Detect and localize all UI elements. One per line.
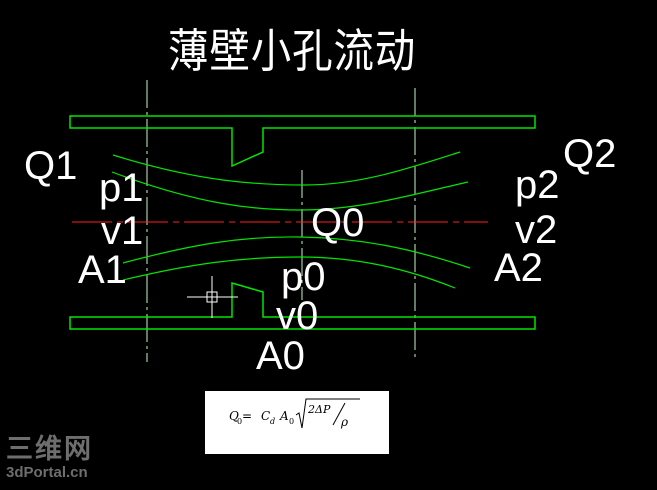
label-v0: v0 [276, 294, 319, 338]
formula-cd-sub: d [270, 417, 275, 426]
label-q0: Q0 [311, 201, 365, 245]
streamline-inner-bottom [122, 236, 471, 269]
watermark-url: 3dPortal.cn [6, 464, 88, 481]
upper-pipe-wall [69, 115, 536, 168]
formula-cd: C [261, 409, 270, 423]
sqrt-radical [295, 398, 360, 429]
label-q1: Q1 [24, 144, 78, 188]
watermark-logo: 三维网 3dPortal.cn [6, 436, 93, 480]
streamline-inner-top [111, 171, 469, 211]
label-a2: A2 [494, 246, 543, 290]
formula-denominator: ρ [340, 415, 348, 429]
label-p2: p2 [515, 163, 560, 207]
label-v1: v1 [101, 209, 144, 253]
orifice-flow-formula: Q 0 = C d A 0 2ΔP ρ [229, 398, 360, 429]
formula-equals: = [242, 409, 252, 423]
label-p0: p0 [281, 255, 326, 299]
label-a1: A1 [78, 248, 127, 292]
lower-pipe-wall [69, 282, 536, 330]
streamline-outer-top [112, 151, 461, 186]
formula-box: Q 0 = C d A 0 2ΔP ρ [205, 391, 389, 454]
fraction-slash [332, 402, 346, 426]
formula-a-sub: 0 [289, 417, 294, 426]
label-a0: A0 [256, 334, 305, 378]
watermark-brand: 三维网 [6, 434, 93, 465]
label-q2: Q2 [563, 132, 617, 176]
label-v2: v2 [515, 208, 558, 252]
formula-lhs-sub: 0 [237, 417, 242, 426]
label-p1: p1 [99, 166, 144, 210]
formula-lhs: Q [229, 409, 239, 423]
formula-a: A [279, 409, 289, 423]
formula-numerator: 2ΔP [307, 403, 331, 416]
streamline-outer-bottom [122, 256, 456, 289]
diagram-title: 薄壁小孔流动 [168, 24, 417, 78]
cad-crosshair-icon [187, 276, 238, 318]
